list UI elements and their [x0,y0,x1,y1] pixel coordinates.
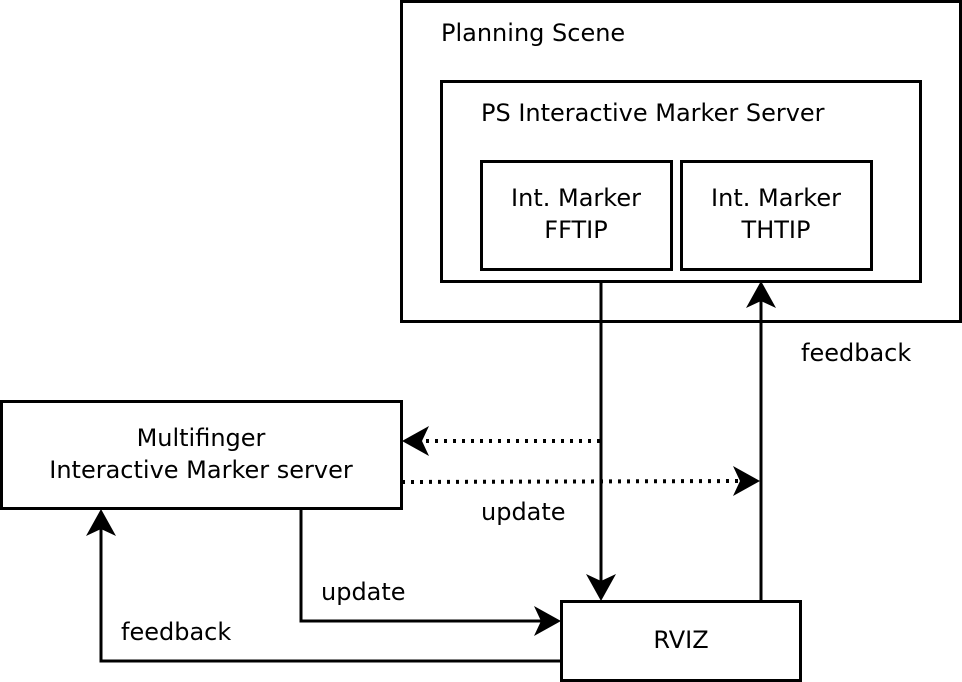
marker-thtip-line2: THTIP [741,216,811,244]
update-label-bottom: update [321,578,406,606]
edge-multifinger-to-rviz [299,509,561,636]
edge-rviz-to-multifinger-arrowhead [86,509,116,536]
feedback-label-bottom: feedback [121,618,231,646]
edge-multifinger-to-rviz-arrowhead [534,606,561,636]
rviz-box [560,600,802,682]
multifinger-line1: Multifinger [137,424,266,452]
edge-ps-server-to-rviz [586,282,616,601]
marker-fftip-line2: FFTIP [544,216,607,244]
edge-dotted-from-multifinger [401,466,760,496]
feedback-label-top: feedback [801,339,911,367]
rviz-node: RVIZ [560,600,802,682]
ps-server-label: PS Interactive Marker Server [481,99,825,127]
multifinger-server-box [0,400,403,510]
planning-scene-label: Planning Scene [441,19,625,47]
marker-thtip-box [680,160,873,271]
edge-dotted-to-multifinger [402,426,600,456]
marker-thtip-node: Int. Marker THTIP [680,160,873,271]
edge-rviz-to-multifinger [86,509,561,663]
edge-dotted-to-multifinger-arrowhead [402,426,429,456]
multifinger-server-node: Multifinger Interactive Marker server [0,400,403,510]
update-label-dotted: update [481,498,566,526]
multifinger-line2: Interactive Marker server [49,456,353,484]
marker-fftip-box [480,160,673,271]
edge-rviz-to-ps-server [746,281,776,601]
marker-fftip-node: Int. Marker FFTIP [480,160,673,271]
rviz-label: RVIZ [653,626,708,654]
marker-thtip-line1: Int. Marker [711,184,841,212]
marker-fftip-line1: Int. Marker [511,184,641,212]
edge-dotted-from-multifinger-arrowhead [733,466,760,496]
edge-rviz-to-ps-server-arrowhead [746,281,776,308]
edge-ps-server-to-rviz-arrowhead [586,574,616,601]
